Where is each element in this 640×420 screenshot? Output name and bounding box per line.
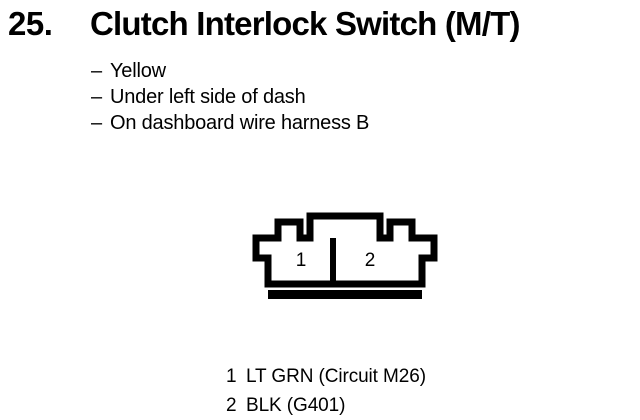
connector-base-bar bbox=[268, 290, 422, 299]
item-number: 25. bbox=[8, 5, 53, 42]
spec-item-label: Yellow bbox=[110, 60, 166, 82]
spec-item-label: On dashboard wire harness B bbox=[110, 112, 370, 134]
cavity-number-1: 1 bbox=[296, 250, 307, 271]
spec-item: – On dashboard wire harness B bbox=[91, 110, 551, 136]
connector-diagram: 1 2 bbox=[252, 208, 438, 304]
spec-list: – Yellow – Under left side of dash – On … bbox=[91, 58, 551, 136]
dash-bullet-icon: – bbox=[91, 112, 103, 134]
spec-item: – Yellow bbox=[91, 58, 551, 84]
legend-pin-label: LT GRN (Circuit M26) bbox=[246, 366, 426, 387]
legend-row: 2 BLK (G401) bbox=[226, 391, 556, 420]
spec-item: – Under left side of dash bbox=[91, 84, 551, 110]
connector-outline-icon: 1 2 bbox=[252, 212, 438, 299]
legend-pin-number: 1 bbox=[226, 366, 237, 387]
legend-pin-number: 2 bbox=[226, 395, 237, 416]
legend-row: 1 LT GRN (Circuit M26) bbox=[226, 362, 556, 391]
cavity-number-2: 2 bbox=[365, 250, 376, 271]
dash-bullet-icon: – bbox=[91, 60, 103, 82]
page-title: Clutch Interlock Switch (M/T) bbox=[90, 5, 520, 42]
legend-pin-label: BLK (G401) bbox=[246, 395, 346, 416]
connector-housing-path bbox=[252, 212, 438, 288]
page-heading: 25. Clutch Interlock Switch (M/T) bbox=[0, 2, 640, 46]
dash-bullet-icon: – bbox=[91, 86, 103, 108]
pin-legend: 1 LT GRN (Circuit M26) 2 BLK (G401) bbox=[226, 362, 556, 420]
spec-item-label: Under left side of dash bbox=[110, 86, 306, 108]
